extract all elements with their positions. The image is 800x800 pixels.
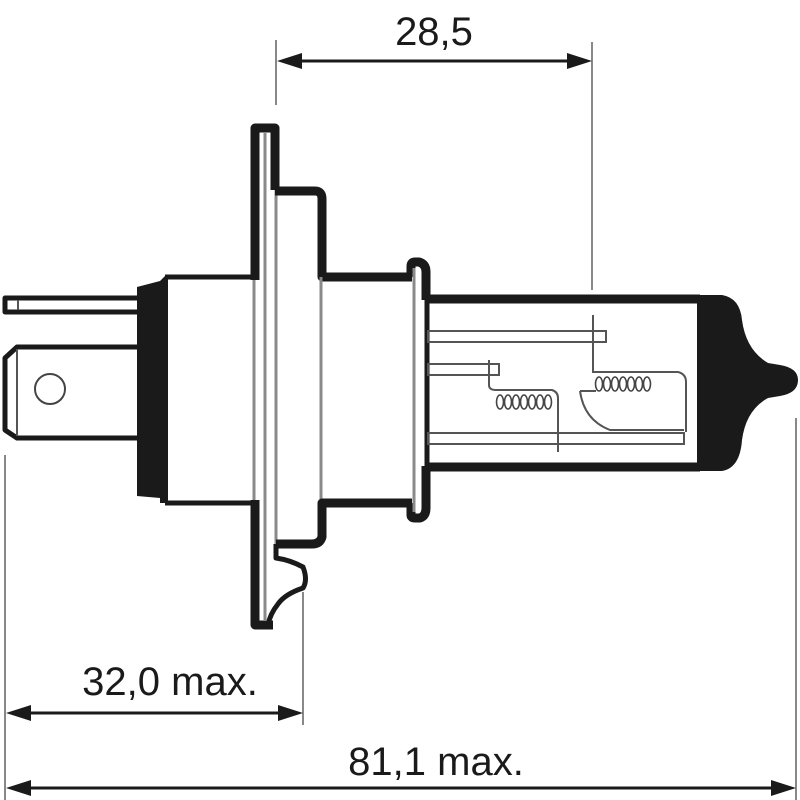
- terminal-hole: [34, 373, 66, 405]
- filament-assembly: [427, 315, 687, 452]
- dimension-label-top: 28,5: [395, 10, 473, 54]
- arrowhead-right-icon: [771, 780, 796, 796]
- lead-wire-upper: [427, 330, 607, 343]
- low-beam-filament-leg: [488, 360, 559, 452]
- lead-wire-lower: [427, 432, 685, 445]
- bulb-tip-cap: [697, 295, 798, 471]
- shield-cup: [579, 390, 684, 431]
- terminal-pin-upper: [2, 295, 143, 315]
- bulb-base: [137, 123, 431, 630]
- arrowhead-left-icon: [277, 53, 302, 69]
- dimension-overall: 81,1 max.: [6, 418, 797, 800]
- high-beam-filament-coil: [594, 376, 652, 392]
- arrowhead-left-icon: [6, 780, 31, 796]
- high-beam-filament-leg: [592, 315, 650, 373]
- flange-top: [250, 123, 280, 280]
- dimension-top: 28,5: [275, 10, 593, 290]
- high-beam-filament-return: [650, 371, 687, 432]
- locating-tab: [265, 544, 308, 626]
- low-beam-filament-coil: [495, 394, 553, 410]
- collar-top: [406, 257, 431, 300]
- terminal-pins: [2, 295, 143, 441]
- base-body-outline: [165, 274, 256, 506]
- flange-bottom: [250, 500, 273, 630]
- arrowhead-right-icon: [278, 705, 303, 721]
- dimension-label-overall: 81,1 max.: [348, 740, 524, 784]
- dimension-label-base: 32,0 max.: [82, 660, 258, 704]
- neck-lower-outline: [276, 498, 412, 549]
- arrowhead-left-icon: [6, 705, 31, 721]
- insulator-ring: [137, 276, 168, 503]
- neck-upper-outline: [275, 186, 412, 282]
- lead-wire-middle: [427, 363, 500, 376]
- terminal-blade: [2, 344, 140, 441]
- dimension-base: 32,0 max.: [4, 455, 304, 800]
- glass-outline: [426, 294, 700, 472]
- collar-bottom: [406, 466, 431, 523]
- arrowhead-right-icon: [567, 53, 592, 69]
